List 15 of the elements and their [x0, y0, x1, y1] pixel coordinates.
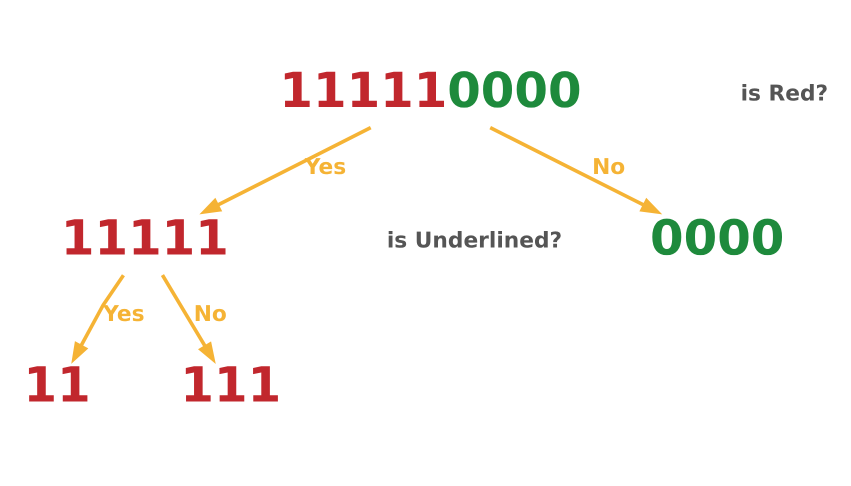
node-text: 0000 — [650, 210, 784, 266]
arrow — [199, 126, 372, 214]
node-text: 111 — [180, 357, 282, 414]
edge-label: Yes — [103, 302, 145, 327]
edge-label: Yes — [304, 154, 346, 180]
node-text: 11 — [23, 357, 91, 414]
edge-label: No — [592, 154, 626, 180]
edge-label: No — [194, 302, 227, 327]
arrow — [489, 126, 662, 214]
node-text: 111110000 — [279, 62, 582, 119]
node-text: 11111 — [60, 210, 229, 266]
label: is Underlined? — [386, 228, 562, 254]
label: is Red? — [740, 80, 828, 106]
arrow — [71, 274, 125, 364]
arrow — [160, 274, 216, 364]
